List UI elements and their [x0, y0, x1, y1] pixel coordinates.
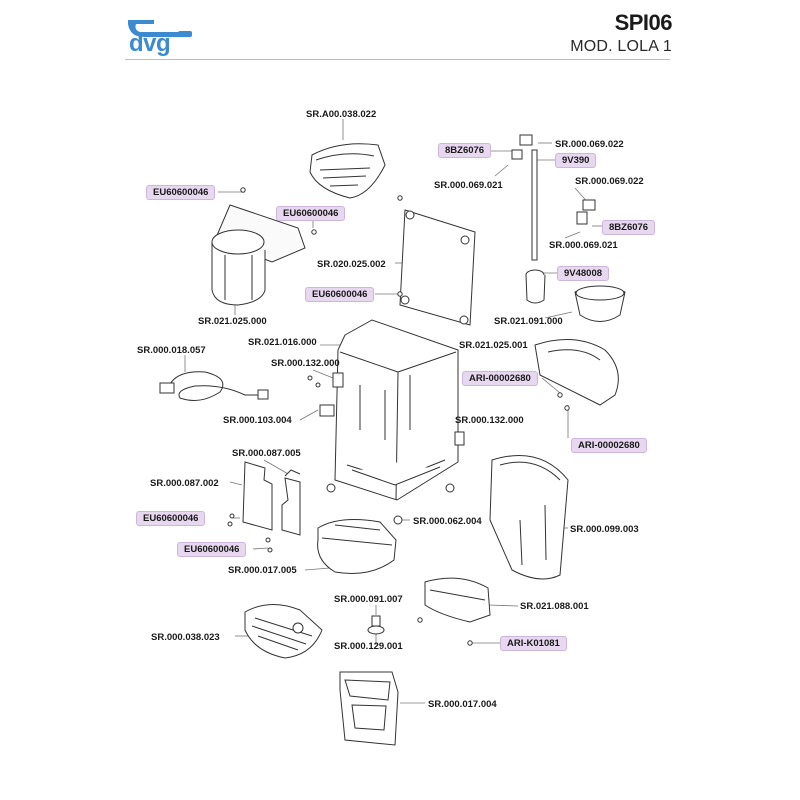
part-label: SR.021.025.000 [198, 316, 267, 327]
part-label: SR.000.062.004 [413, 516, 482, 527]
part-label: SR.021.091.000 [494, 316, 563, 327]
part-label: SR.000.132.000 [455, 415, 524, 426]
back-panel-part [399, 209, 476, 326]
part-label: SR.021.016.000 [248, 337, 317, 348]
part-label-highlighted: 9V390 [555, 153, 597, 168]
water-reservoir-part [489, 455, 569, 580]
drip-tray-part [317, 519, 397, 574]
water-tank-part [211, 204, 306, 306]
part-label: SR.020.025.002 [317, 259, 386, 270]
screws [227, 187, 570, 646]
side-covers-part [242, 461, 301, 536]
brand-name: dvg [129, 30, 171, 57]
part-label: SR.000.017.004 [428, 699, 497, 710]
part-label: SR.000.018.057 [137, 345, 206, 356]
part-label: SR.000.069.021 [549, 240, 618, 251]
part-label: SR.000.069.022 [575, 176, 644, 187]
part-label-highlighted: EU60600046 [177, 542, 247, 557]
main-frame-part [334, 319, 459, 501]
part-label: SR.000.087.005 [232, 448, 301, 459]
part-label: SR.000.091.007 [334, 594, 403, 605]
header-divider [125, 59, 670, 60]
part-label-highlighted: 8BZ6076 [602, 220, 656, 235]
tube-fittings-part [511, 134, 596, 304]
part-label-highlighted: EU60600046 [136, 511, 206, 526]
part-label-highlighted: ARI-00002680 [571, 438, 647, 453]
part-label-highlighted: 8BZ6076 [438, 143, 492, 158]
model-name: MOD. LOLA 1 [570, 38, 672, 55]
part-label: SR.000.099.003 [570, 524, 639, 535]
reservoir-lid-part [534, 339, 619, 406]
switch-components [319, 372, 465, 525]
part-label: SR.A00.038.022 [306, 109, 377, 120]
top-cover-part [309, 143, 386, 199]
base-bracket-part [424, 577, 491, 623]
part-label: SR.000.069.021 [434, 180, 503, 191]
drip-grid-part [244, 604, 323, 659]
model-code: SPI06 [614, 10, 673, 35]
part-label-highlighted: EU60600046 [276, 206, 346, 221]
part-label: SR.000.087.002 [150, 478, 219, 489]
part-label: SR.021.088.001 [520, 601, 589, 612]
part-label-highlighted: 9V48008 [557, 266, 610, 281]
part-label: SR.000.132.000 [271, 358, 340, 369]
part-label: SR.000.129.001 [334, 641, 403, 652]
part-label-highlighted: EU60600046 [305, 287, 375, 302]
filter-holder-part [574, 285, 626, 322]
part-label: SR.021.025.001 [459, 340, 528, 351]
part-label: SR.000.069.022 [555, 139, 624, 150]
dvg-logo [128, 20, 192, 37]
valve-part [367, 615, 385, 635]
part-label-highlighted: ARI-K01081 [500, 636, 567, 651]
part-label: SR.000.017.005 [228, 565, 297, 576]
part-label-highlighted: EU60600046 [146, 185, 216, 200]
part-label: SR.000.038.023 [151, 632, 220, 643]
cup-container-part [339, 671, 399, 746]
power-cable-part [159, 371, 269, 401]
part-label-highlighted: ARI-00002680 [462, 371, 538, 386]
part-label: SR.000.103.004 [223, 415, 292, 426]
